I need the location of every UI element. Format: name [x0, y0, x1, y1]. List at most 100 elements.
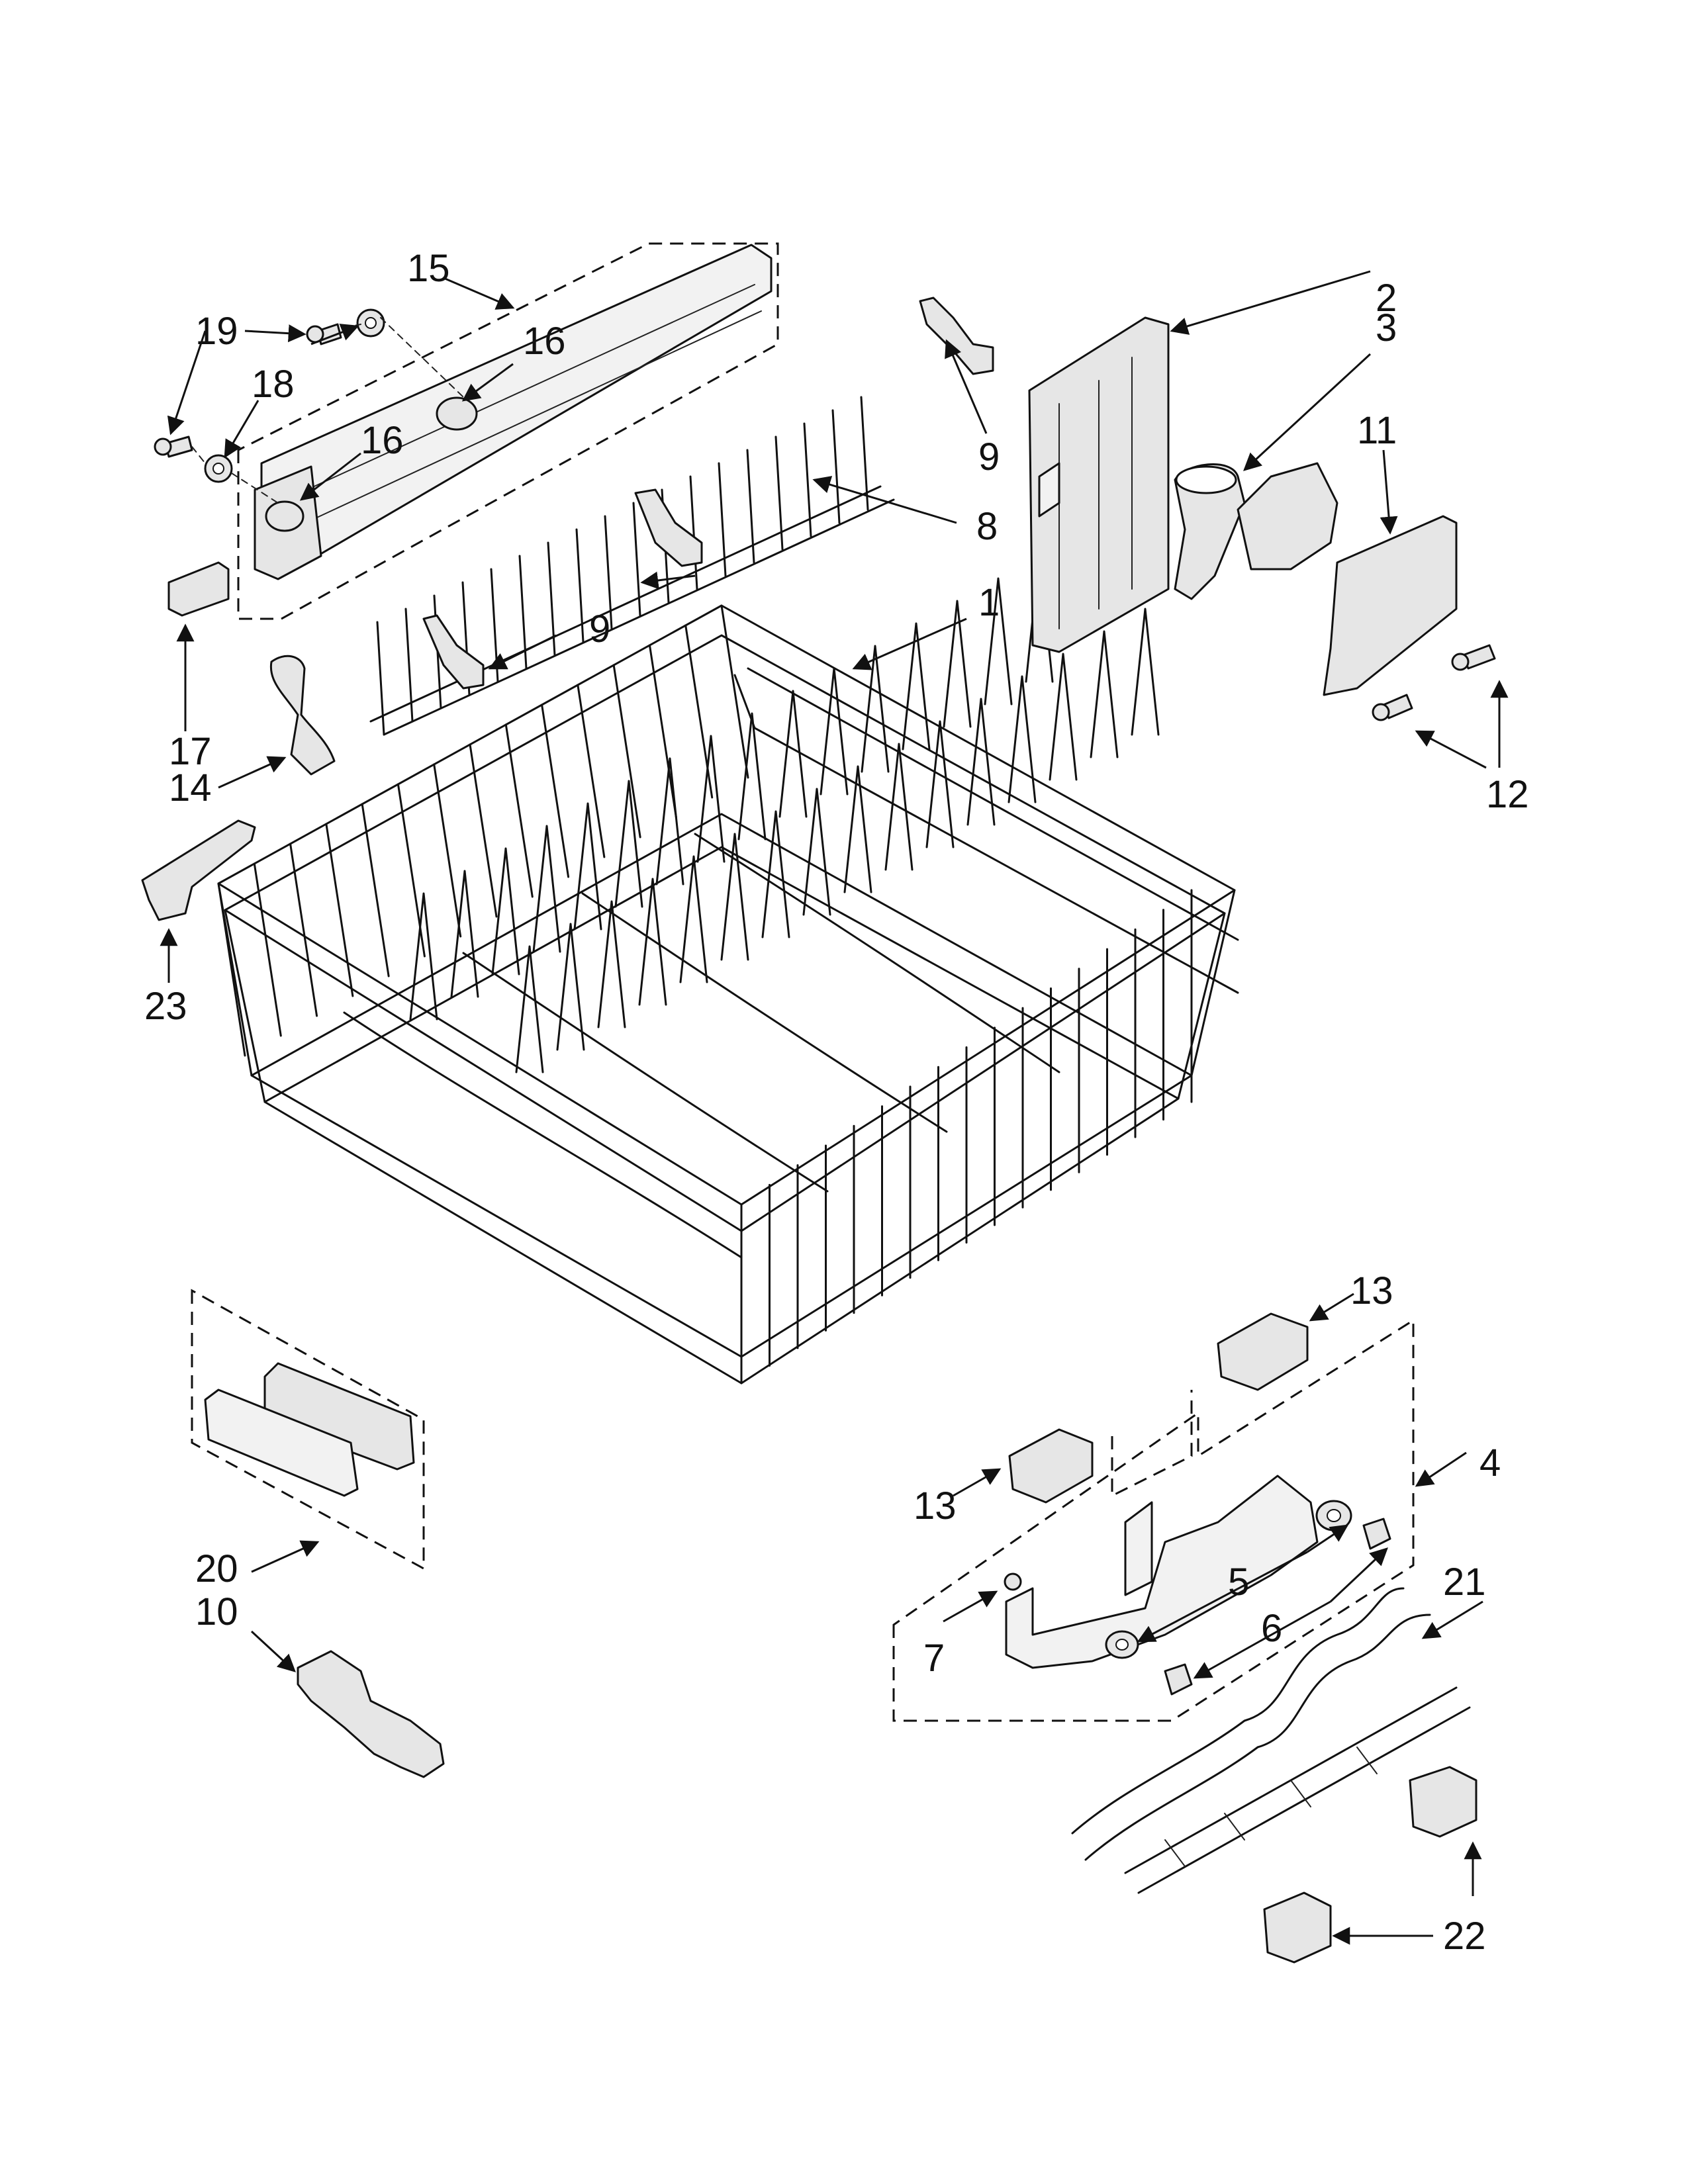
rack-wire — [843, 765, 872, 893]
rack-wire — [253, 862, 282, 1037]
rack-wire — [433, 763, 462, 938]
callout-18: 18 — [252, 363, 295, 406]
rack-wire — [541, 704, 570, 878]
rack-wire — [614, 780, 643, 908]
seal-5-upper — [1315, 1500, 1352, 1531]
rack-wire — [778, 690, 808, 818]
rack-wire — [325, 823, 354, 997]
rack-wire — [532, 825, 561, 953]
callout-8: 8 — [976, 505, 998, 548]
handle-bracket-10 — [297, 1650, 445, 1778]
handle-20-front — [204, 1388, 359, 1497]
callout-2: 2 — [1376, 277, 1397, 320]
wire-rack-21 — [1071, 1587, 1471, 1894]
tine-clip-9-left — [422, 614, 485, 690]
tine-row-8 — [369, 396, 895, 736]
rack-wire — [577, 684, 606, 858]
rack-wire — [902, 622, 931, 751]
rack-wire — [761, 810, 790, 938]
rack-wire — [217, 882, 246, 1057]
callout-11: 11 — [1357, 409, 1397, 452]
rack-wire — [803, 422, 812, 537]
callout-16-lower: 16 — [361, 419, 404, 462]
rack-wire — [573, 802, 602, 931]
clip-22-left — [1263, 1891, 1332, 1964]
rack-wire — [984, 577, 1013, 705]
rack-wire — [450, 870, 479, 998]
rack-wire — [556, 923, 585, 1051]
rack-wire — [1008, 675, 1037, 803]
rack-wire — [604, 515, 613, 630]
rack-wire — [632, 502, 641, 617]
screw-7 — [1004, 1572, 1022, 1591]
callout-21: 21 — [1443, 1561, 1486, 1604]
rack-adjuster-wheel-16-upper — [436, 396, 478, 431]
inlet-3 — [1174, 462, 1338, 600]
seal-5-lower — [1105, 1630, 1139, 1659]
rack-wire — [409, 892, 438, 1021]
nut-6-lower — [1164, 1663, 1193, 1696]
clip-14 — [269, 655, 336, 776]
rack-wire — [860, 396, 869, 511]
rack-wire — [491, 847, 520, 976]
part-23-clip — [141, 819, 256, 921]
washer-18-lower — [204, 454, 233, 483]
rack-wire — [820, 667, 849, 796]
rack-wire — [746, 449, 755, 564]
clip-22-right — [1409, 1766, 1477, 1838]
rack-wire — [720, 833, 749, 961]
rack-wire — [515, 945, 544, 1073]
screw-12-a — [1451, 644, 1496, 671]
washer-18-upper — [356, 308, 385, 338]
rack-wire — [943, 600, 972, 728]
rack-wire — [689, 475, 698, 590]
callout-19: 19 — [195, 310, 238, 353]
callout-22: 22 — [1443, 1915, 1486, 1958]
rack-wire — [504, 723, 534, 898]
rack-wire — [1090, 630, 1119, 758]
rack-wire — [831, 409, 841, 524]
tine-clip-9-mid — [634, 488, 703, 567]
clip-13-right — [1217, 1312, 1309, 1391]
rack-wire — [861, 645, 890, 773]
callout-6: 6 — [1261, 1607, 1282, 1650]
rack-wire — [1131, 608, 1160, 736]
callout-5: 5 — [1228, 1561, 1249, 1604]
manifold-2 — [1028, 316, 1170, 653]
callout-23: 23 — [144, 985, 187, 1028]
callout-10: 10 — [195, 1590, 238, 1633]
water-tube-4 — [1005, 1475, 1319, 1669]
clip-13-left — [1008, 1428, 1094, 1504]
callout-3: 3 — [1376, 306, 1397, 349]
callout-20: 20 — [195, 1547, 238, 1590]
callout-9-lower: 9 — [589, 608, 610, 651]
rack-wire — [737, 712, 767, 841]
rack-wire — [696, 735, 726, 863]
callout-4: 4 — [1479, 1441, 1501, 1484]
rack-wire — [966, 698, 996, 826]
stop-clip-17 — [167, 561, 230, 617]
rack-adjuster-wheel-16-lower — [265, 500, 305, 532]
screw-12-b — [1372, 694, 1413, 721]
rack-wire — [718, 462, 727, 577]
rack-wire — [774, 435, 784, 551]
rack-wire — [720, 604, 749, 779]
rack-wire — [648, 644, 677, 819]
rack-wire — [361, 803, 390, 978]
cover-11 — [1323, 515, 1458, 696]
rack-wire — [469, 743, 498, 918]
assembly-4-outline — [892, 1318, 1415, 1722]
callout-13-left: 13 — [914, 1484, 957, 1527]
tine-clip-9-top — [919, 296, 994, 375]
rack-wire — [597, 900, 626, 1028]
rack-wire — [884, 743, 914, 871]
rack-wire — [638, 878, 667, 1006]
callout-13-right: 13 — [1350, 1269, 1393, 1312]
callout-16-upper: 16 — [523, 320, 566, 363]
nut-6-upper — [1362, 1518, 1391, 1550]
rack-wire — [575, 528, 585, 643]
callout-9-upper: 9 — [978, 435, 1000, 478]
callout-7: 7 — [923, 1637, 945, 1680]
callout-1: 1 — [978, 581, 1000, 624]
